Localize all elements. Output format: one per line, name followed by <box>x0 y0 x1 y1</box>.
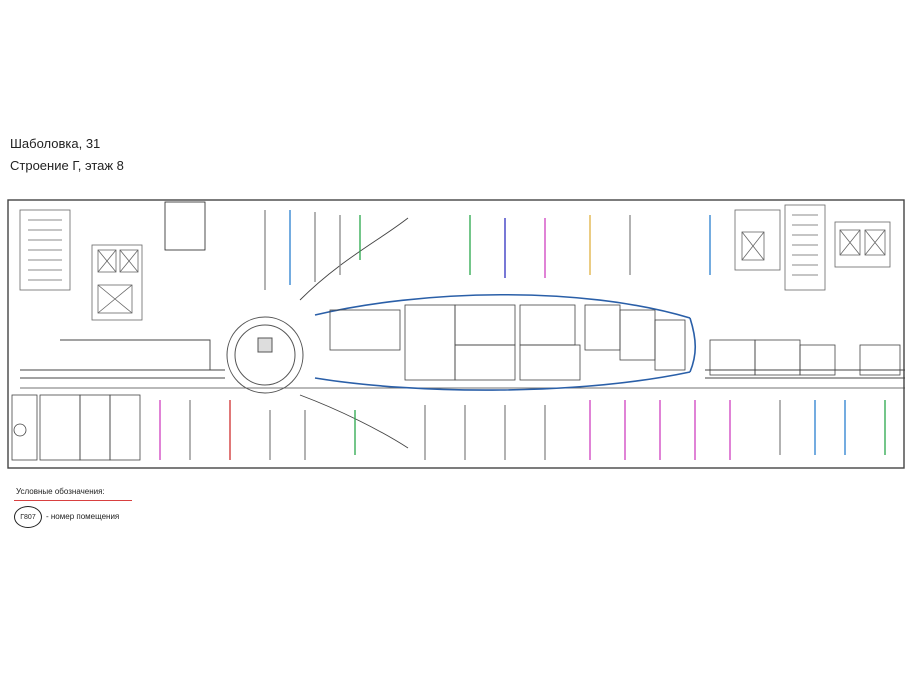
legend-title: Условные обозначения: <box>16 487 105 496</box>
left-stair-core <box>19 201 206 321</box>
upper-workstations <box>264 210 711 290</box>
central-rooms <box>329 304 901 381</box>
legend-room-description: - номер помещения <box>46 512 120 521</box>
building-outline <box>7 199 905 469</box>
right-stair-core <box>734 204 891 291</box>
central-atrium <box>226 316 304 394</box>
main-corridor <box>20 217 905 449</box>
plan-address: Шаболовка, 31 <box>10 136 101 151</box>
bottom-offices <box>11 394 141 461</box>
legend-divider <box>14 500 132 501</box>
plan-building-floor: Строение Г, этаж 8 <box>10 158 124 173</box>
legend-room-symbol: Г807 <box>14 506 42 528</box>
lower-workstations <box>159 400 886 460</box>
central-meeting-zone <box>314 293 697 391</box>
